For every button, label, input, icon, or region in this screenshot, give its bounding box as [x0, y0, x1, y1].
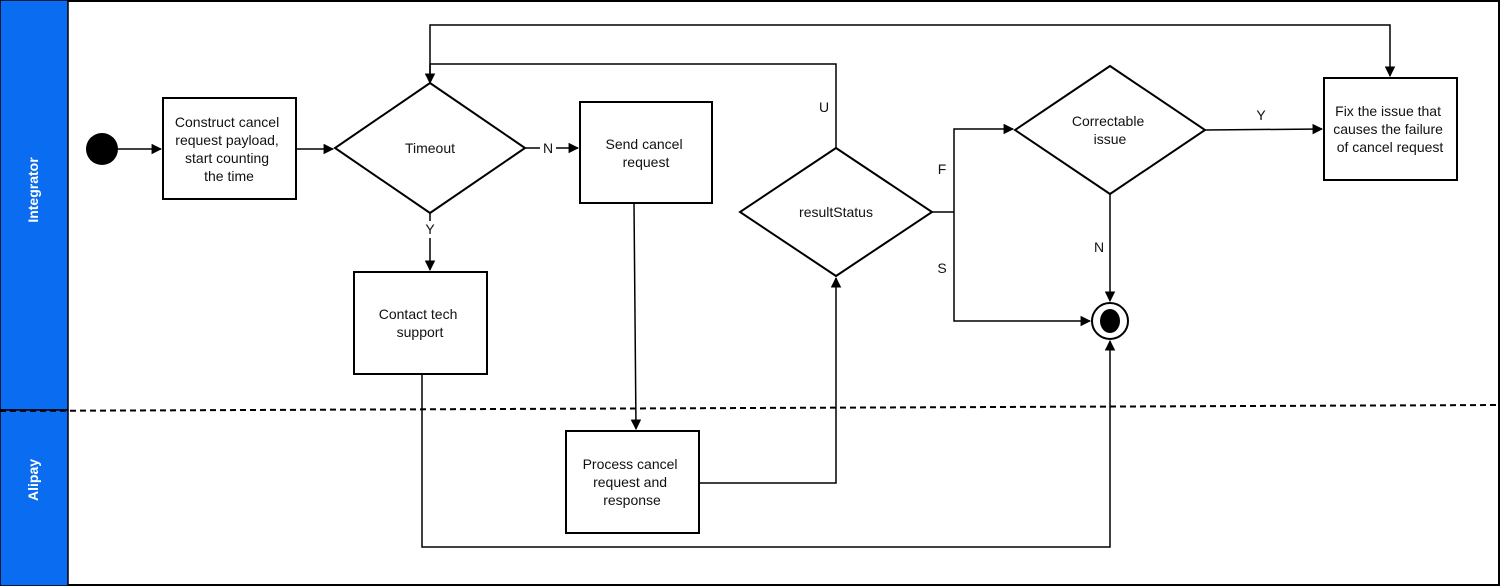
send-cancel-box: [579, 101, 713, 204]
lane-bar-alipay: [0, 409, 69, 586]
lane-label-integrator: Integrator: [25, 157, 41, 223]
label-correctable-yes: Y: [1256, 107, 1266, 123]
edge-correctable-yes-to-fix: [1204, 123, 1324, 135]
label-correctable-no: N: [1094, 239, 1104, 255]
contact-support-box: [353, 271, 488, 375]
edge-send-to-process: [630, 202, 642, 431]
result-status-decision: [738, 146, 934, 278]
correctable-text: Correctable issue: [1072, 113, 1148, 147]
edge-status-f-to-correctable: [953, 123, 1015, 212]
label-status-s: S: [937, 260, 946, 276]
edge-process-to-status: [699, 276, 842, 484]
label-status-f: F: [938, 161, 947, 177]
timeout-text: Timeout: [405, 140, 455, 156]
lane-divider: [0, 404, 1500, 412]
fix-issue-text: Fix the issue that causes the failure of…: [1333, 103, 1447, 155]
process-cancel-text: Process cancel request and response: [583, 456, 682, 508]
send-cancel-text: Send cancel request: [606, 136, 687, 170]
fix-issue-box: [1323, 77, 1458, 181]
label-timeout-no: N: [543, 140, 553, 156]
end-node-core: [1100, 309, 1120, 333]
correctable-decision: [1013, 64, 1207, 196]
lane-label-alipay: Alipay: [25, 459, 41, 501]
edge-status-s-to-end: [953, 212, 1092, 327]
edge-support-to-end: [421, 339, 1116, 548]
contact-support-text: Contact tech support: [379, 306, 462, 340]
label-timeout-yes: Y: [425, 221, 435, 237]
lane-bar-integrator: [0, 0, 69, 411]
start-node: [86, 133, 118, 165]
construct-request-text: Construct cancel request payload, start …: [175, 114, 283, 184]
result-status-text: resultStatus: [799, 204, 873, 220]
process-cancel-box: [565, 430, 700, 534]
label-status-u: U: [819, 99, 829, 115]
edge-timeout-to-fix-loop: [429, 24, 1396, 83]
